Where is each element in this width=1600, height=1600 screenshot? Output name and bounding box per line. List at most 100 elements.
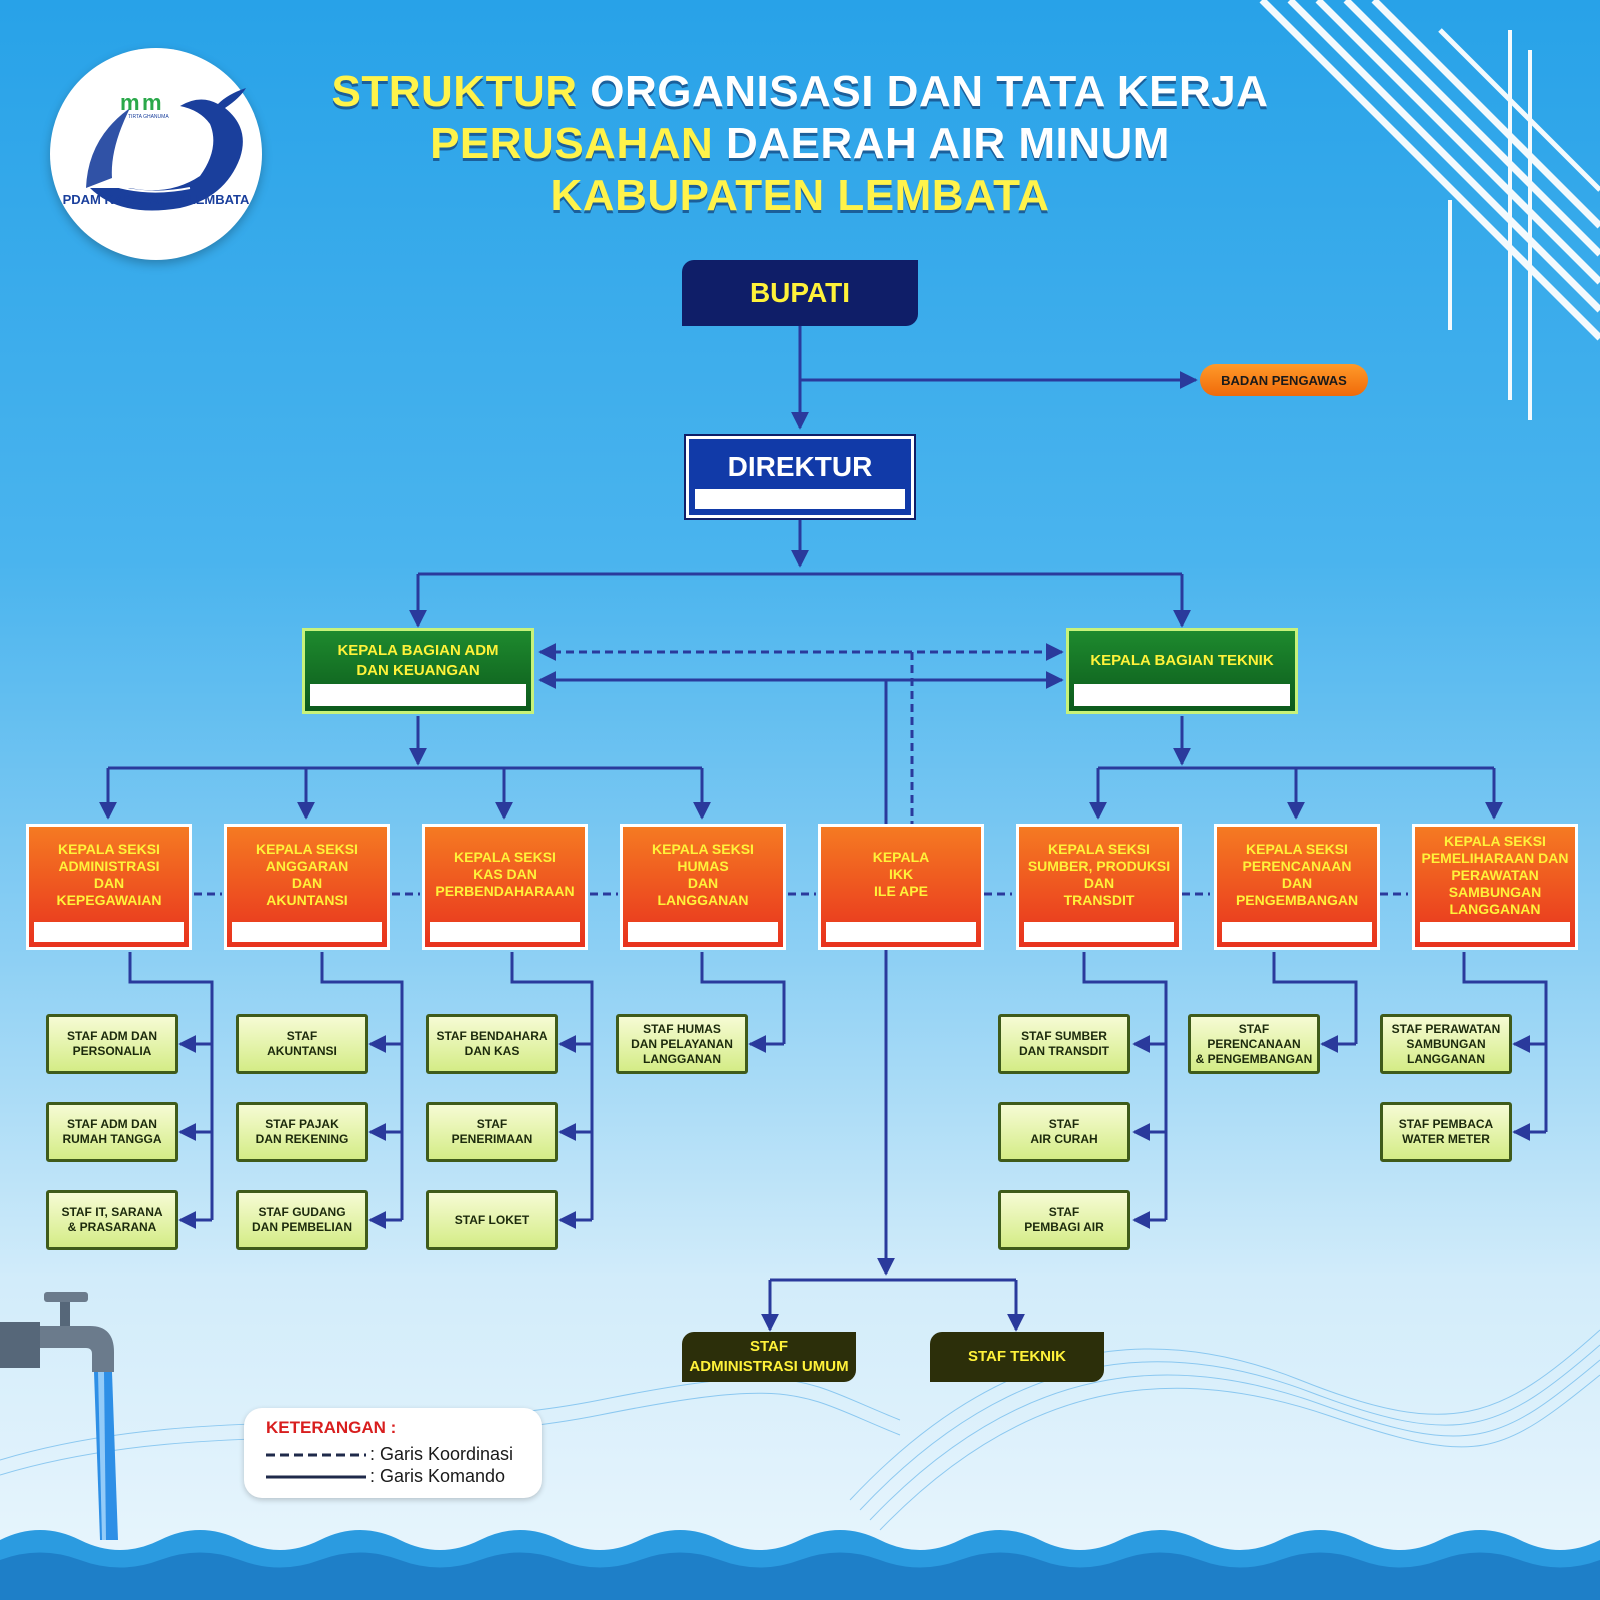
legend-dashed: : Garis Koordinasi [266, 1444, 513, 1465]
label-line: STAF ADM DAN [67, 1029, 157, 1043]
label-line: STAF [286, 1029, 318, 1043]
label-line: STAF TEKNIK [967, 1348, 1067, 1365]
ikk-staff-label: STAF TEKNIK [968, 1347, 1066, 1367]
section-head-strip [1024, 922, 1174, 942]
svg-text:m: m [142, 90, 162, 115]
legend: KETERANGAN : : Garis Koordinasi : Garis … [244, 1408, 542, 1498]
label-line: STAF SUMBER [1021, 1029, 1107, 1043]
node-kabag-teknik-label: KEPALA BAGIAN TEKNIK [1069, 651, 1295, 671]
label-line: KEPALA SEKSI [652, 841, 754, 857]
node-bupati: BUPATI [682, 260, 918, 326]
label-line: DAN [291, 875, 323, 891]
diagonal-stripes [1259, 0, 1600, 420]
label-line: STAF PERENCANAAN [1207, 1021, 1301, 1051]
label-line: PEMBAGI AIR [1024, 1220, 1104, 1234]
legend-solid-line [266, 1475, 366, 1479]
label-line: & PENGEMBANGAN [1195, 1051, 1313, 1066]
node-direktur: DIREKTUR [686, 436, 914, 518]
staff-box-label: STAF LOKET [455, 1213, 529, 1228]
section-head-strip [430, 922, 580, 942]
label-line: DAN PELAYANAN [631, 1036, 733, 1051]
label-line: STAF [1048, 1117, 1080, 1131]
section-head-strip [232, 922, 382, 942]
node-badan-pengawas-label: BADAN PENGAWAS [1221, 372, 1347, 388]
label-line: STAF [749, 1338, 789, 1355]
label-line: STAF PERAWATAN [1391, 1021, 1501, 1036]
section-head-strip [826, 922, 976, 942]
label-line: STAF [1048, 1205, 1080, 1219]
node-direktur-label: DIREKTUR [727, 451, 873, 482]
section-head-strip [1420, 922, 1570, 942]
label-line: ANGGARAN [265, 858, 349, 874]
label-line: LANGGANAN [643, 1051, 721, 1066]
logo-subtitle: TIRTA GHANUMA [128, 114, 169, 120]
staff-box-label: STAF PERENCANAAN& PENGEMBANGAN [1191, 1022, 1317, 1067]
label-line: ADMINISTRASI [58, 858, 160, 874]
label-line: LANGGANAN [1406, 1051, 1485, 1066]
label-line: IKK [888, 866, 914, 882]
label-line: SUMBER, PRODUKSI [1027, 858, 1171, 874]
logo-name: PDAM KABUPATEN LEMBATA [62, 192, 250, 207]
label-line: SAMBUNGAN [1448, 884, 1542, 900]
label-line: AIR CURAH [1030, 1132, 1098, 1146]
title-word-struktur: STRUKTUR [331, 67, 578, 116]
label-line: WATER METER [1402, 1132, 1490, 1146]
label-line: DAN [1083, 875, 1115, 891]
staff-box-3: STAF IT, SARANA& PRASARANA [46, 1190, 178, 1250]
title-line2: DAERAH AIR MINUM [726, 119, 1170, 168]
label-line: KEPALA BAGIAN TEKNIK [1090, 652, 1274, 669]
node-direktur-strip [695, 489, 905, 509]
label-line: HUMAS [677, 858, 729, 874]
label-line: PERSONALIA [72, 1044, 152, 1058]
label-line: DAN KAS [464, 1044, 520, 1058]
label-line: STAF IT, SARANA [61, 1205, 163, 1219]
label-line: STAF GUDANG [258, 1205, 346, 1219]
label-line: AKUNTANSI [266, 892, 348, 908]
staff-box-14: STAF PERENCANAAN& PENGEMBANGAN [1188, 1014, 1320, 1074]
svg-text:m: m [120, 90, 140, 115]
legend-dashed-label: : Garis Koordinasi [370, 1444, 514, 1464]
wave-lines [0, 1329, 1600, 1531]
label-line: KEPALA SEKSI [1444, 833, 1546, 849]
ikk-staff-box-2: STAF TEKNIK [930, 1332, 1104, 1382]
label-line: AKUNTANSI [267, 1044, 337, 1058]
title-word-perusahan: PERUSAHAN [430, 119, 714, 168]
section-head-strip [34, 922, 184, 942]
node-bupati-label: BUPATI [749, 277, 851, 308]
label-line: STAF [476, 1117, 508, 1131]
node-kabag-teknik-strip [1074, 684, 1290, 706]
company-logo: m m TIRTA GHANUMA PDAM KABUPATEN LEMBATA [50, 48, 262, 260]
label-line: KEPEGAWAIAN [56, 892, 162, 908]
title-line1: ORGANISASI DAN TATA KERJA [590, 67, 1269, 116]
staff-box-9: STAF LOKET [426, 1190, 558, 1250]
label-line: LANGGANAN [657, 892, 749, 908]
label-line: STAF PEMBACA [1398, 1117, 1494, 1131]
label-line: KEPALA SEKSI [454, 849, 556, 865]
label-line: & PRASARANA [67, 1220, 157, 1234]
legend-dashed-line [266, 1453, 366, 1457]
